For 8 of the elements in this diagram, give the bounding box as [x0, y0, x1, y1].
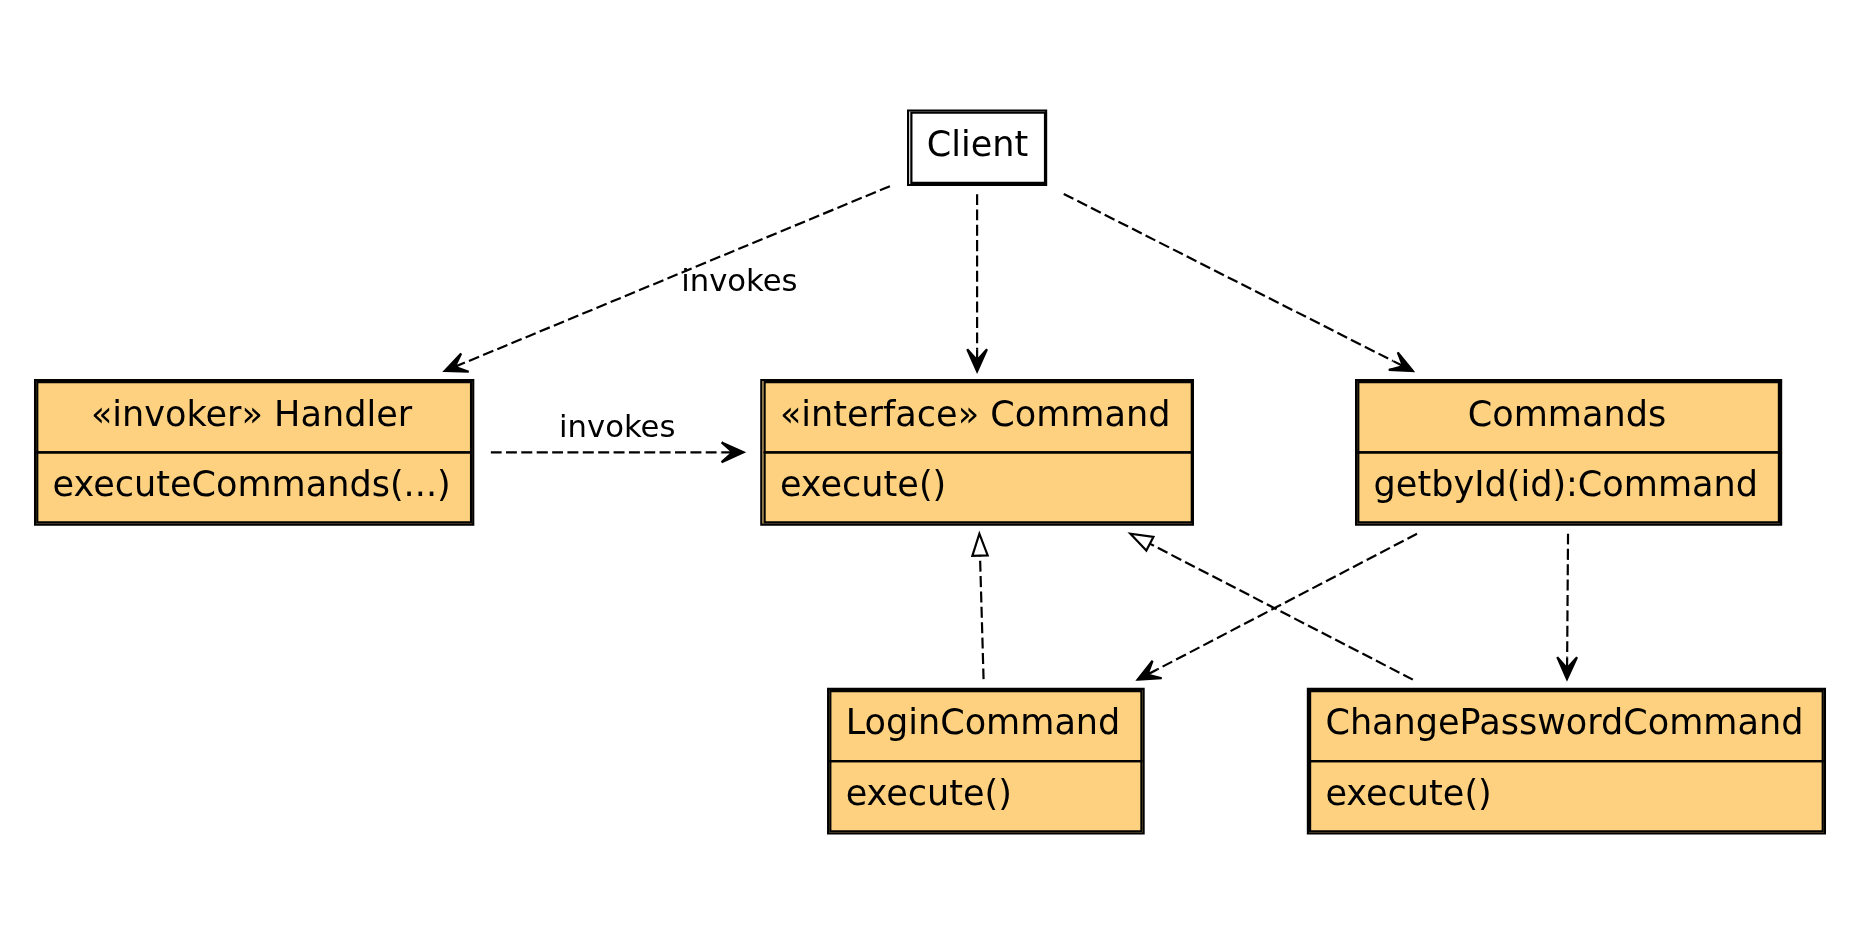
arrow — [970, 530, 990, 680]
arrow — [966, 194, 989, 373]
arrow — [443, 185, 891, 373]
arrow — [1556, 533, 1579, 681]
edge-label: invokes — [559, 409, 676, 445]
edge-label: invokes — [681, 262, 798, 298]
arrow — [490, 441, 745, 464]
arrow — [1063, 192, 1414, 373]
